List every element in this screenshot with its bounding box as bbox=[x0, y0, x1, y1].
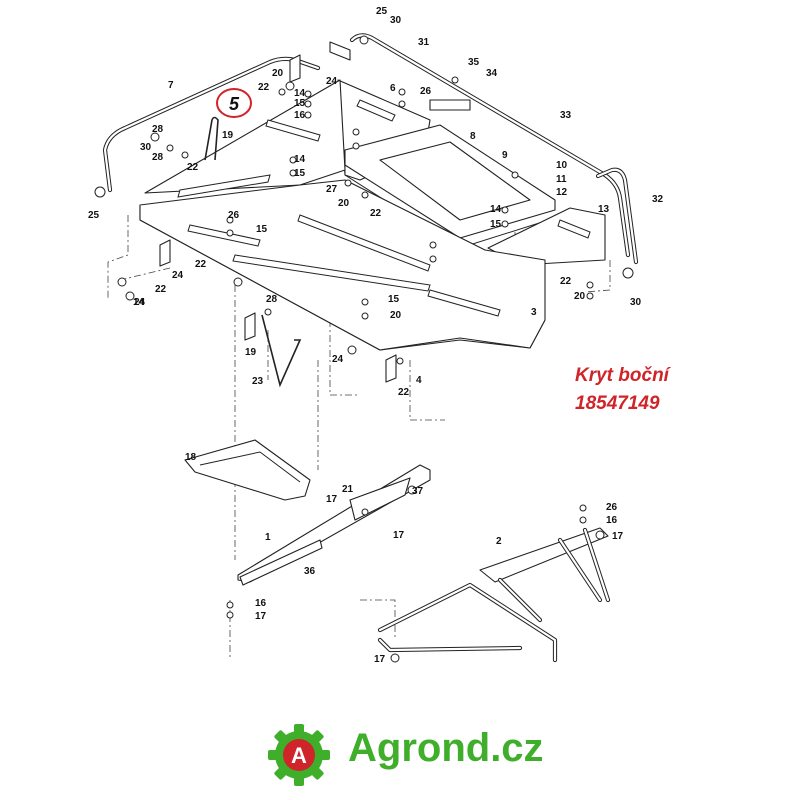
callout-25: 25 bbox=[88, 210, 100, 221]
callout-26: 26 bbox=[228, 210, 240, 221]
callout-25: 25 bbox=[376, 6, 388, 17]
callout-12: 12 bbox=[556, 187, 568, 198]
callout-8: 8 bbox=[470, 131, 476, 142]
lower-hardware bbox=[226, 485, 605, 663]
callout-16: 16 bbox=[606, 515, 618, 526]
callout-24: 24 bbox=[172, 270, 184, 281]
callout-22: 22 bbox=[560, 276, 572, 287]
callout-15: 15 bbox=[388, 294, 400, 305]
callout-17: 17 bbox=[255, 611, 267, 622]
part-32-tube bbox=[595, 167, 639, 265]
callout-3: 3 bbox=[531, 307, 537, 318]
callout-24: 24 bbox=[332, 354, 344, 365]
callout-22: 22 bbox=[258, 82, 270, 93]
callout-15: 15 bbox=[294, 98, 306, 109]
callout-16: 16 bbox=[294, 110, 306, 121]
callout-19: 19 bbox=[245, 347, 257, 358]
callout-26: 26 bbox=[420, 86, 432, 97]
callout-24: 24 bbox=[134, 297, 146, 308]
callout-35: 35 bbox=[468, 57, 480, 68]
part-37-bracket bbox=[349, 477, 411, 521]
callout-18: 18 bbox=[185, 452, 197, 463]
callout-20: 20 bbox=[338, 198, 350, 209]
callout-30: 30 bbox=[140, 142, 152, 153]
highlight-circle bbox=[216, 88, 252, 118]
callout-17: 17 bbox=[393, 530, 405, 541]
callout-14: 14 bbox=[294, 154, 306, 165]
callout-30: 30 bbox=[630, 297, 642, 308]
callout-15: 15 bbox=[294, 168, 306, 179]
callout-27: 27 bbox=[326, 184, 338, 195]
callout-17: 17 bbox=[326, 494, 338, 505]
callout-23: 23 bbox=[252, 376, 264, 387]
callout-22: 22 bbox=[155, 284, 167, 295]
highlighted-part-number: 5 bbox=[229, 94, 240, 114]
callout-13: 13 bbox=[598, 204, 610, 215]
brand-name: Agrond.cz bbox=[348, 726, 544, 770]
callout-22: 22 bbox=[195, 259, 207, 270]
callout-19: 19 bbox=[222, 130, 234, 141]
callout-2: 2 bbox=[496, 536, 502, 547]
part-3-frame bbox=[184, 439, 311, 501]
callout-4: 4 bbox=[416, 375, 422, 386]
callout-24: 24 bbox=[326, 76, 338, 87]
caption-part-name: Kryt boční bbox=[575, 365, 669, 386]
callout-16: 16 bbox=[255, 598, 267, 609]
callout-28: 28 bbox=[152, 152, 164, 163]
callout-20: 20 bbox=[574, 291, 586, 302]
part-4-cover bbox=[139, 179, 546, 351]
part-2-frame bbox=[377, 527, 611, 663]
caption-part-number: 18547149 bbox=[575, 393, 660, 414]
callout-30: 30 bbox=[390, 15, 402, 26]
callout-20: 20 bbox=[272, 68, 284, 79]
callout-7: 7 bbox=[168, 80, 174, 91]
brand-logo: A Agrond.cz bbox=[266, 722, 546, 788]
part-7-tube bbox=[102, 56, 321, 193]
callout-28: 28 bbox=[266, 294, 278, 305]
callout-10: 10 bbox=[556, 160, 568, 171]
callout-14: 14 bbox=[133, 297, 145, 308]
callout-9: 9 bbox=[502, 150, 508, 161]
callout-22: 22 bbox=[370, 208, 382, 219]
callout-22: 22 bbox=[398, 387, 410, 398]
hardware bbox=[94, 35, 634, 365]
callout-26: 26 bbox=[606, 502, 618, 513]
callout-21: 21 bbox=[342, 484, 354, 495]
callout-1: 1 bbox=[265, 532, 271, 543]
svg-text:A: A bbox=[291, 743, 307, 768]
callout-34: 34 bbox=[486, 68, 498, 79]
gear-logo-icon: A bbox=[268, 724, 330, 786]
callout-17: 17 bbox=[612, 531, 624, 542]
callout-6: 6 bbox=[390, 83, 396, 94]
callout-15: 15 bbox=[256, 224, 268, 235]
callout-14: 14 bbox=[294, 88, 306, 99]
callout-33: 33 bbox=[560, 110, 572, 121]
callout-15: 15 bbox=[490, 219, 502, 230]
callout-22: 22 bbox=[187, 162, 199, 173]
callout-17: 17 bbox=[374, 654, 386, 665]
callout-37: 37 bbox=[412, 486, 424, 497]
part-24-brackets bbox=[159, 41, 471, 383]
part-caption: Kryt boční 18547149 bbox=[575, 362, 669, 418]
callout-20: 20 bbox=[390, 310, 402, 321]
part-19-hook bbox=[204, 116, 302, 388]
part-5-plate bbox=[144, 79, 346, 198]
callout-11: 11 bbox=[556, 174, 567, 185]
callout-36: 36 bbox=[304, 566, 316, 577]
callout-31: 31 bbox=[418, 37, 430, 48]
callout-32: 32 bbox=[652, 194, 664, 205]
callout-14: 14 bbox=[490, 204, 502, 215]
callout-28: 28 bbox=[152, 124, 164, 135]
